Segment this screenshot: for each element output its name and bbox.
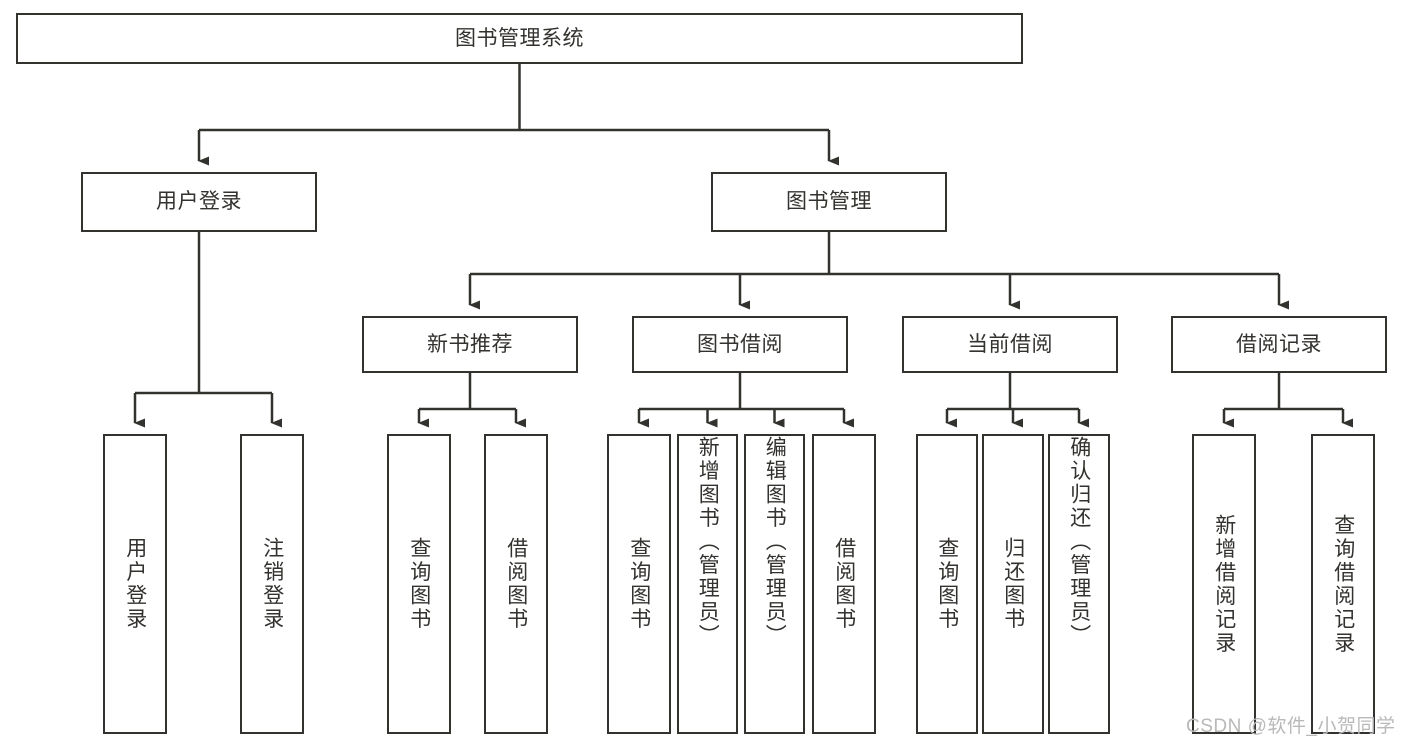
leaf-node-5-新增图书管理员: 新增图书（管理员） [677, 434, 738, 734]
root-node-图书管理系统-label: 图书管理系统 [455, 26, 584, 50]
level3-node-图书借阅: 图书借阅 [632, 316, 848, 373]
leaf-node-7-借阅图书-label: 借阅图书 [832, 537, 856, 631]
csdn-watermark: CSDN @软件_小贺同学 [1186, 716, 1396, 737]
leaf-node-5-新增图书管理员-label: 新增图书（管理员） [696, 436, 720, 648]
level3-node-借阅记录-label: 借阅记录 [1236, 332, 1322, 356]
level3-node-借阅记录: 借阅记录 [1171, 316, 1387, 373]
leaf-node-9-归还图书: 归还图书 [982, 434, 1044, 734]
level3-node-图书借阅-label: 图书借阅 [697, 332, 783, 356]
leaf-node-4-查询图书-label: 查询图书 [627, 537, 651, 631]
leaf-node-0-用户登录-label: 用户登录 [123, 537, 147, 631]
leaf-node-8-查询图书: 查询图书 [916, 434, 978, 734]
leaf-node-9-归还图书-label: 归还图书 [1001, 537, 1025, 631]
leaf-node-6-编辑图书管理员-label: 编辑图书（管理员） [763, 436, 787, 648]
level3-node-新书推荐: 新书推荐 [362, 316, 578, 373]
leaf-node-2-查询图书-label: 查询图书 [407, 537, 431, 631]
leaf-node-8-查询图书-label: 查询图书 [935, 537, 959, 631]
leaf-node-7-借阅图书: 借阅图书 [812, 434, 876, 734]
leaf-node-1-注销登录: 注销登录 [240, 434, 304, 734]
level3-node-当前借阅-label: 当前借阅 [967, 332, 1053, 356]
leaf-node-10-确认归还管理员: 确认归还（管理员） [1048, 434, 1110, 734]
level3-node-新书推荐-label: 新书推荐 [427, 332, 513, 356]
leaf-node-12-查询借阅记录-label: 查询借阅记录 [1331, 513, 1355, 655]
leaf-node-4-查询图书: 查询图书 [607, 434, 671, 734]
leaf-node-1-注销登录-label: 注销登录 [260, 537, 284, 631]
level2-node-用户登录: 用户登录 [81, 172, 317, 232]
leaf-node-3-借阅图书: 借阅图书 [484, 434, 548, 734]
leaf-node-0-用户登录: 用户登录 [103, 434, 167, 734]
leaf-node-3-借阅图书-label: 借阅图书 [504, 537, 528, 631]
leaf-node-10-确认归还管理员-label: 确认归还（管理员） [1067, 436, 1091, 648]
level2-node-图书管理-label: 图书管理 [786, 190, 872, 214]
leaf-node-11-新增借阅记录-label: 新增借阅记录 [1212, 513, 1236, 655]
level3-node-当前借阅: 当前借阅 [902, 316, 1118, 373]
leaf-node-2-查询图书: 查询图书 [387, 434, 451, 734]
level2-node-用户登录-label: 用户登录 [156, 190, 242, 214]
leaf-node-11-新增借阅记录: 新增借阅记录 [1192, 434, 1256, 734]
leaf-node-12-查询借阅记录: 查询借阅记录 [1311, 434, 1375, 734]
root-node-图书管理系统: 图书管理系统 [16, 13, 1023, 64]
leaf-node-6-编辑图书管理员: 编辑图书（管理员） [744, 434, 805, 734]
level2-node-图书管理: 图书管理 [711, 172, 947, 232]
